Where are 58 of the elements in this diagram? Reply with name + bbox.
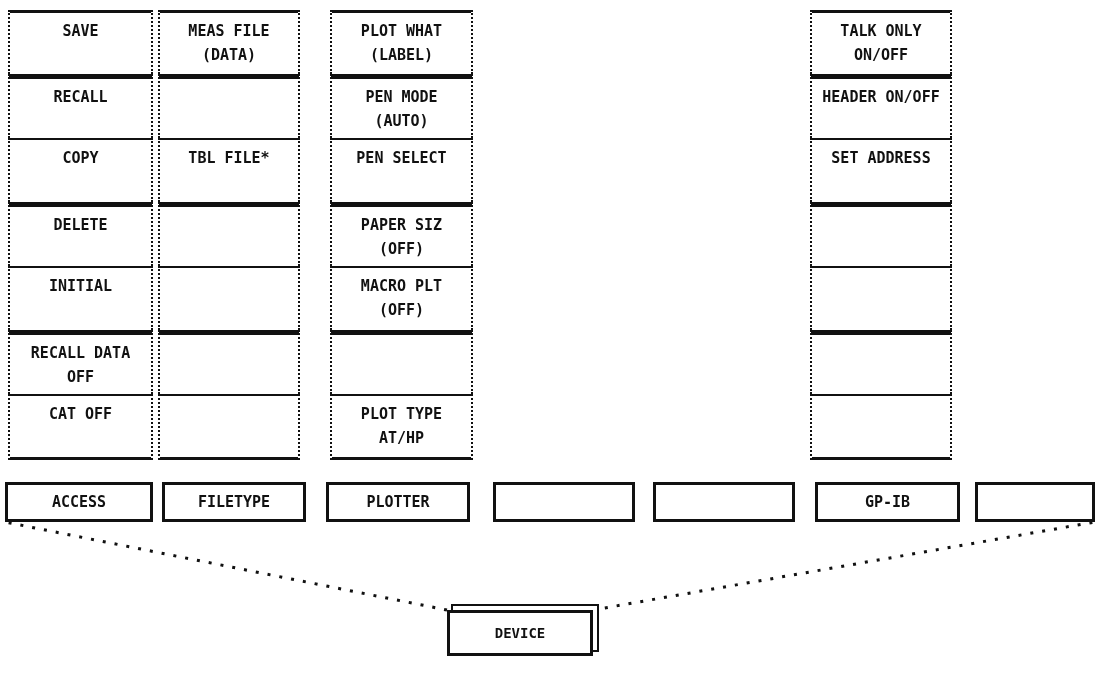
menu-item-label: RECALL DATA OFF — [29, 343, 132, 388]
softkey-box — [493, 482, 635, 522]
menu-item-label: PEN MODE (AUTO) — [364, 87, 439, 132]
menu-item-box — [8, 138, 153, 202]
softkey-box — [326, 482, 470, 522]
softkey-label: PLOTTER — [366, 493, 430, 511]
menu-item-box — [158, 10, 300, 74]
menu-item-label: PLOT WHAT (LABEL) — [359, 21, 444, 66]
menu-item-label: PEN SELECT — [356, 148, 447, 169]
menu-item-box — [810, 266, 952, 330]
softkey-label: ACCESS — [51, 493, 107, 511]
menu-item-label: COPY — [62, 148, 99, 169]
menu-item-box — [810, 74, 952, 138]
menu-item-label: SAVE — [62, 21, 99, 42]
menu-item-label: SET ADDRESS — [831, 148, 931, 169]
softkey-box — [815, 482, 960, 522]
menu-item-box — [158, 394, 300, 460]
menu-item-box — [158, 74, 300, 138]
menu-item-label: PLOT TYPE AT/HP — [359, 404, 444, 449]
menu-item-box — [810, 330, 952, 394]
menu-item-label: MACRO PLT (OFF) — [359, 276, 444, 321]
menu-item-box — [330, 330, 473, 394]
menu-item-box — [158, 138, 300, 202]
menu-item-box — [330, 10, 473, 74]
menu-item-box — [158, 330, 300, 394]
menu-item-box — [8, 74, 153, 138]
menu-item-label: CAT OFF — [48, 404, 113, 425]
menu-item-box — [810, 202, 952, 266]
menu-item-box — [330, 202, 473, 266]
menu-item-box — [8, 394, 153, 460]
menu-item-box — [330, 266, 473, 330]
menu-item-label: TBL FILE* — [188, 148, 270, 169]
menu-item-box — [158, 266, 300, 330]
menu-item-box — [8, 10, 153, 74]
menu-item-label: INITIAL — [48, 276, 113, 297]
menu-item-label: MEAS FILE (DATA) — [187, 21, 271, 66]
menu-item-box — [810, 10, 952, 74]
menu-item-box — [330, 74, 473, 138]
menu-item-label: RECALL — [53, 87, 108, 108]
menu-item-label: TALK ONLY ON/OFF — [839, 21, 923, 66]
menu-item-box — [330, 138, 473, 202]
menu-item-label: HEADER ON/OFF — [822, 87, 940, 108]
menu-item-box — [158, 202, 300, 266]
menu-item-box — [8, 330, 153, 394]
menu-item-box — [8, 202, 153, 266]
menu-item-label: DELETE — [53, 215, 108, 236]
softkey-box — [653, 482, 795, 522]
menu-item-label: PAPER SIZ (OFF) — [359, 215, 444, 260]
softkey-label: GP-IB — [864, 493, 911, 511]
device-label: DEVICE — [494, 625, 546, 641]
softkey-box — [975, 482, 1095, 522]
softkey-box — [162, 482, 306, 522]
menu-item-box — [330, 394, 473, 460]
menu-item-box — [810, 394, 952, 460]
menu-item-box — [8, 266, 153, 330]
softkey-label: FILETYPE — [197, 493, 271, 511]
softkey-box — [5, 482, 153, 522]
menu-item-box — [810, 138, 952, 202]
